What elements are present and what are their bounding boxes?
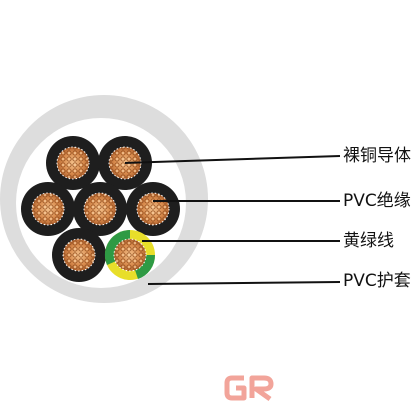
label-bare-copper: 裸铜导体 <box>343 146 411 166</box>
core-earth-yellow-green <box>104 229 156 280</box>
core-bottom-left <box>52 228 106 282</box>
label-pvc-sheath: PVC护套 <box>343 271 411 291</box>
core-middle-left <box>21 182 75 236</box>
label-yellow-green: 黄绿线 <box>343 231 394 251</box>
core-center <box>73 182 127 236</box>
core-top-left <box>46 136 100 190</box>
label-pvc-insulation: PVC绝缘 <box>343 191 411 211</box>
core-middle-right <box>126 182 180 236</box>
gr-logo: GR <box>224 375 274 402</box>
leader-bare-copper <box>124 155 341 164</box>
leader-pvc-sheath <box>147 281 341 285</box>
